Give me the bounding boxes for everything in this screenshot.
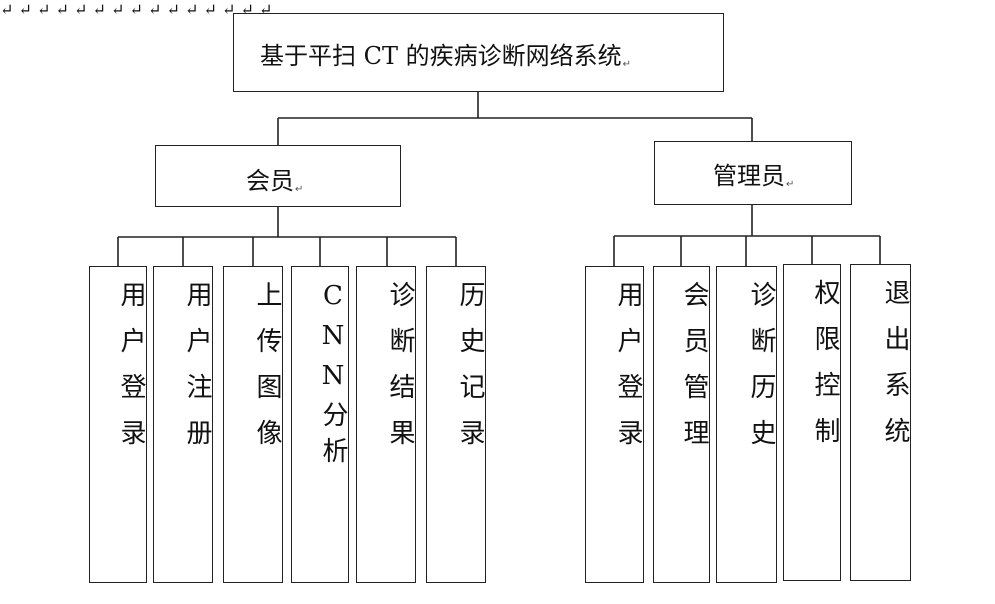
admin-function-permission-control: 权限控制 [783, 264, 841, 581]
admin-function-label: 诊断历史 [746, 281, 776, 465]
member-function-label: 上传图像 [252, 281, 282, 465]
return-mark: ↵ [222, 0, 236, 19]
return-mark: ↵ [37, 0, 51, 19]
root-label: 基于平扫 CT 的疾病诊断网络系统↵ [260, 42, 632, 70]
member-function-cnn-analysis: CNN分析 [291, 266, 349, 583]
member-function-label: 用户登录 [116, 281, 146, 465]
admin-function-label: 用户登录 [613, 281, 643, 465]
admin-box: 管理员↵ [654, 141, 852, 205]
member-function-label: CNN分析 [318, 281, 348, 473]
root-box: 基于平扫 CT 的疾病诊断网络系统↵ [233, 13, 724, 92]
admin-label: 管理员↵ [713, 162, 795, 190]
member-function-label: 历史记录 [455, 281, 485, 465]
return-mark: ↵ [74, 0, 88, 19]
admin-function-label: 权限控制 [810, 279, 840, 463]
member-function-user-register: 用户注册 [153, 266, 213, 583]
return-mark: ↵ [203, 0, 217, 19]
member-function-label: 用户注册 [182, 281, 212, 465]
return-mark: ↵ [0, 0, 14, 19]
return-mark: ↵ [148, 0, 162, 19]
member-function-label: 诊断结果 [385, 281, 415, 465]
member-function-history: 历史记录 [426, 266, 486, 583]
return-mark: ↵ [786, 179, 795, 190]
member-function-diagnosis-result: 诊断结果 [356, 266, 416, 583]
admin-function-exit-system: 退出系统 [850, 264, 911, 581]
return-mark: ↵ [295, 184, 304, 195]
return-mark: ↵ [129, 0, 143, 19]
admin-function-member-management: 会员管理 [653, 266, 710, 583]
return-mark: ↵ [111, 0, 125, 19]
admin-function-label: 会员管理 [679, 281, 709, 465]
member-function-user-login: 用户登录 [89, 266, 147, 583]
return-mark: ↵ [622, 59, 632, 70]
member-function-upload-image: 上传图像 [223, 266, 283, 583]
return-mark: ↵ [166, 0, 180, 19]
admin-function-label: 退出系统 [880, 279, 910, 463]
member-box: 会员↵ [155, 145, 401, 207]
return-mark: ↵ [55, 0, 69, 19]
return-mark: ↵ [18, 0, 32, 19]
admin-function-diagnosis-history: 诊断历史 [716, 266, 777, 583]
return-mark: ↵ [185, 0, 199, 19]
return-mark: ↵ [92, 0, 106, 19]
admin-function-user-login: 用户登录 [585, 266, 644, 583]
member-label: 会员↵ [246, 167, 304, 195]
